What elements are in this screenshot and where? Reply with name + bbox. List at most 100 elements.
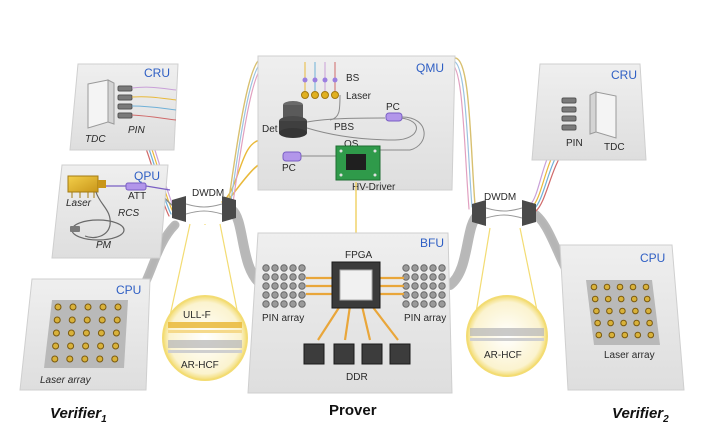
label-pin-array-left: PIN array (262, 313, 304, 324)
array-element (280, 282, 288, 290)
pc-top-device (385, 112, 403, 122)
array-element (81, 355, 89, 363)
array-element (617, 295, 625, 303)
array-element (595, 331, 603, 339)
label-ar-hcf-left: AR-HCF (181, 360, 219, 371)
array-element (645, 307, 652, 315)
array-element (632, 307, 639, 315)
label-tdc-left: TDC (85, 134, 106, 145)
hv-driver-board (335, 145, 381, 181)
array-element (280, 273, 288, 281)
array-element (113, 316, 121, 324)
array-element (629, 283, 637, 291)
array-element (114, 303, 122, 311)
array-element (97, 329, 105, 337)
array-element (262, 282, 270, 290)
unit-label-bfu: BFU (420, 236, 444, 250)
array-element (643, 295, 651, 303)
pin-right-detectors (561, 97, 577, 131)
cpu-right-panel: CPU Laser array (559, 244, 685, 391)
array-element (647, 331, 655, 339)
array-element (112, 342, 120, 350)
fpga-traces (306, 276, 404, 341)
array-element (630, 295, 638, 303)
bs-laser-stack (301, 62, 339, 99)
label-pc-bottom: PC (282, 163, 296, 174)
array-element (66, 355, 74, 363)
array-element (604, 295, 612, 303)
array-element (429, 264, 437, 272)
array-element (289, 300, 297, 308)
array-element (402, 300, 410, 308)
array-element (289, 273, 297, 281)
array-element (646, 319, 653, 327)
label-fpga: FPGA (345, 250, 373, 261)
label-tdc-right: TDC (604, 142, 625, 153)
array-element (606, 307, 613, 315)
array-element (642, 283, 650, 291)
cru-left-panel: CRU TDC PIN (69, 63, 179, 151)
array-element (67, 342, 75, 350)
array-element (591, 295, 599, 303)
label-det: Det (262, 124, 278, 135)
array-element (420, 282, 428, 290)
array-element (54, 303, 62, 311)
array-element (298, 282, 306, 290)
qpu-panel: QPU Laser ATT RCS PM (51, 164, 171, 259)
array-element (262, 273, 270, 281)
array-element (97, 342, 105, 350)
label-dwdm-left: DWDM (192, 188, 224, 199)
array-element (68, 316, 76, 324)
label-hv-driver: HV-Driver (352, 182, 396, 193)
label-rcs: RCS (118, 208, 139, 219)
array-element (429, 300, 437, 308)
laser-array-left (44, 300, 128, 368)
array-element (271, 273, 279, 281)
array-element (420, 291, 428, 299)
array-element (620, 319, 627, 327)
array-element (420, 273, 428, 281)
array-element (402, 264, 410, 272)
unit-label-qpu: QPU (134, 169, 160, 183)
array-element (280, 264, 288, 272)
array-element (634, 331, 642, 339)
array-element (271, 300, 279, 308)
array-element (69, 303, 77, 311)
array-element (411, 291, 419, 299)
ddr-chips (303, 343, 411, 365)
label-os: OS (344, 139, 359, 150)
label-laser-array-left: Laser array (40, 375, 92, 386)
pc-bottom-device (282, 151, 302, 162)
array-element (429, 291, 437, 299)
array-element (438, 264, 446, 272)
unit-label-cpu-left: CPU (116, 283, 141, 297)
array-element (621, 331, 629, 339)
label-pin-right: PIN (566, 138, 583, 149)
dwdm-right (472, 200, 536, 226)
array-element (619, 307, 626, 315)
array-element (608, 331, 616, 339)
laser-array-right (586, 280, 660, 345)
label-laser-qmu: Laser (346, 91, 372, 102)
array-element (82, 329, 90, 337)
array-element (298, 264, 306, 272)
array-element (607, 319, 614, 327)
zoom-left: ULL-F AR-HCF (162, 223, 248, 381)
cpu-left-panel: CPU Laser array (19, 278, 151, 391)
array-element (53, 316, 61, 324)
array-element (280, 300, 288, 308)
bfu-panel: BFU FPGA DDR PIN arra (247, 232, 453, 394)
zoom-right: AR-HCF (466, 227, 548, 377)
label-pin-left: PIN (128, 125, 145, 136)
array-element (590, 283, 598, 291)
label-ar-hcf-right: AR-HCF (484, 350, 522, 361)
array-element (52, 329, 60, 337)
label-bs: BS (346, 73, 360, 84)
array-element (298, 273, 306, 281)
array-element (420, 300, 428, 308)
label-att: ATT (128, 191, 146, 202)
label-ull-f: ULL-F (183, 310, 211, 321)
array-element (262, 300, 270, 308)
att-device (125, 182, 147, 191)
